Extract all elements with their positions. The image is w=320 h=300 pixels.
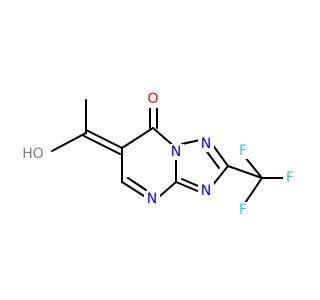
atom-fluorine-1: F bbox=[239, 143, 247, 159]
molecule-drawing: O N N N N HO F F F bbox=[18, 90, 297, 218]
bond-n2-c2b bbox=[204, 148, 220, 169]
structure-canvas: O N N N N HO F F F bbox=[18, 90, 297, 218]
bond-cf3-f1 bbox=[244, 156, 263, 179]
bond-cf3-f3 bbox=[244, 177, 263, 204]
atom-nitrogen-n2: N bbox=[201, 136, 211, 152]
atom-hydroxyl: HO bbox=[22, 146, 44, 162]
atom-labels: O N N N N HO F F F bbox=[18, 90, 297, 218]
bond-c2-n3 bbox=[211, 165, 229, 187]
atom-nitrogen-n3: N bbox=[201, 183, 211, 199]
bond-lines bbox=[51, 99, 288, 204]
bond-exocyclic-a bbox=[85, 129, 123, 149]
bond-c5-n4a bbox=[121, 181, 145, 197]
bond-c-oh bbox=[51, 132, 87, 152]
atom-fluorine-3: F bbox=[239, 202, 247, 218]
bond-c5-n4b bbox=[127, 177, 147, 191]
bond-exocyclic-b bbox=[83, 135, 121, 155]
bond-n1-n2 bbox=[181, 139, 201, 145]
atom-nitrogen-n4: N bbox=[147, 191, 157, 207]
atom-nitrogen-bridge: N bbox=[171, 144, 181, 160]
bond-c7-c6 bbox=[121, 127, 154, 149]
atom-fluorine-2: F bbox=[286, 170, 294, 186]
bond-n2-c2a bbox=[211, 143, 229, 167]
atom-oxygen-carbonyl: O bbox=[147, 91, 158, 107]
bond-n3-c3a-b bbox=[181, 178, 199, 187]
bond-n4-c3a bbox=[159, 181, 177, 197]
bond-n3-c3a-a bbox=[175, 181, 201, 193]
bond-c2-cf3 bbox=[227, 165, 263, 179]
